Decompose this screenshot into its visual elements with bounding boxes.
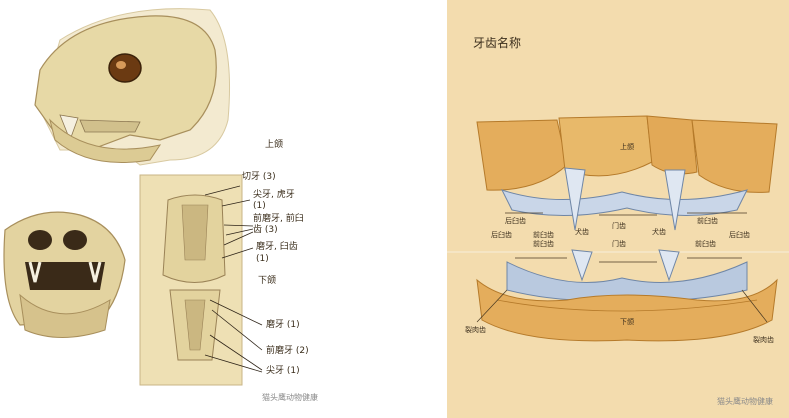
upper-label-7: 前臼齿 <box>697 217 718 225</box>
canine-label: 尖牙, 虎牙 <box>253 190 295 200</box>
dog-teeth-illustration <box>447 115 789 342</box>
premolar-label: 前磨牙, 前臼 <box>253 214 304 224</box>
upper-label-8: 后臼齿 <box>729 231 750 239</box>
lower-label-1: 前臼齿 <box>533 240 554 248</box>
lower-molar-label: 磨牙 (1) <box>266 320 300 330</box>
upper-label-3: 前臼齿 <box>533 231 554 239</box>
left-watermark: 猫头鹰动物健康 <box>262 393 318 402</box>
upper-label-2: 后臼齿 <box>491 231 512 239</box>
lower-premolar-label: 前磨牙 (2) <box>266 346 309 356</box>
cat-skull-illustration <box>3 8 263 386</box>
teeth-names-title: 牙齿名称 <box>473 36 522 50</box>
lower-label-2: 门齿 <box>612 240 626 248</box>
lower-gum-label: 下颌 <box>620 318 634 326</box>
right-illustration-panel: 牙齿名称 上颌 下颌 后臼齿 后臼齿 前臼齿 犬齿 门齿 犬齿 前臼齿 后臼齿 … <box>447 0 789 418</box>
canine-count-label: (1) <box>253 201 266 211</box>
upper-label-1: 后臼齿 <box>505 217 526 225</box>
lower-label-3: 前臼齿 <box>695 240 716 248</box>
molar-count-label: (1) <box>256 254 269 264</box>
incisor-label: 切牙 (3) <box>242 172 276 182</box>
right-watermark: 猫头鹰动物健康 <box>717 397 773 406</box>
carnassial-left-label: 裂肉齿 <box>465 326 486 334</box>
left-illustration-panel: 上颌 切牙 (3) 尖牙, 虎牙 (1) 前磨牙, 前臼 齿 (3) 磨牙, 臼… <box>3 8 318 402</box>
upper-jaw-label: 上颌 <box>265 140 284 150</box>
upper-gum-label: 上颌 <box>620 143 634 151</box>
premolar-count-label: 齿 (3) <box>253 225 278 235</box>
upper-label-4: 犬齿 <box>575 228 589 236</box>
upper-label-6: 犬齿 <box>652 228 666 236</box>
lower-jaw-label: 下颌 <box>258 276 277 286</box>
carnassial-right-label: 裂肉齿 <box>753 336 774 344</box>
upper-label-5: 门齿 <box>612 222 626 230</box>
lower-canine-label: 尖牙 (1) <box>266 366 300 376</box>
molar-label: 磨牙, 臼齿 <box>256 242 298 252</box>
